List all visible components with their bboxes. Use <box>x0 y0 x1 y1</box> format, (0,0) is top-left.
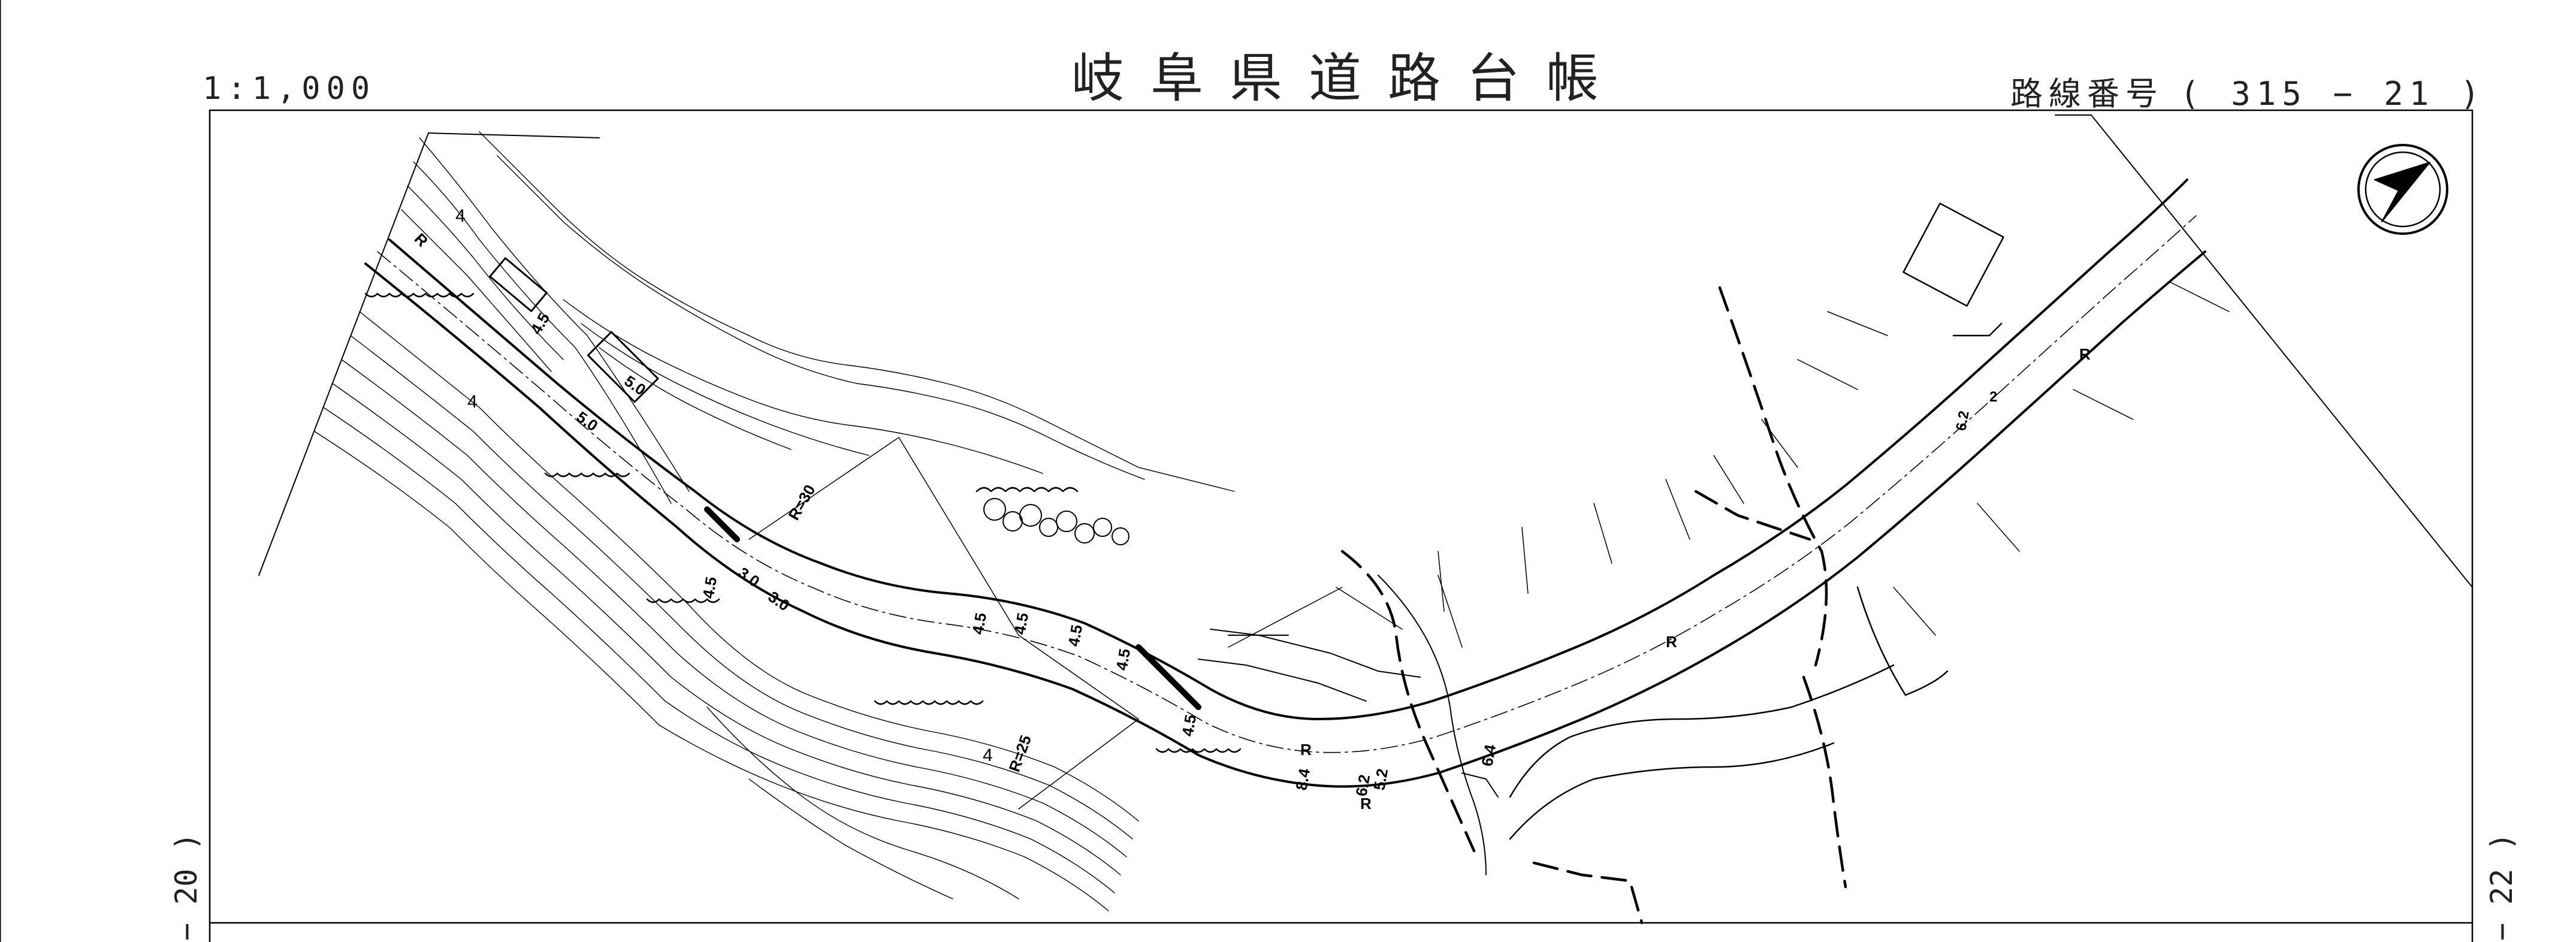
svg-text:4.5: 4.5 <box>1010 611 1032 636</box>
map-frame <box>0 0 2474 942</box>
contour-lines <box>314 137 1139 911</box>
svg-text:3.0: 3.0 <box>765 587 793 614</box>
slope-hatching <box>1438 281 2230 648</box>
hatched-structures <box>489 257 1289 710</box>
svg-text:5.0: 5.0 <box>573 407 602 434</box>
map-title: 岐阜県道路台帳 <box>1071 47 1625 109</box>
road-centerline <box>377 215 2197 753</box>
left-boundary <box>258 132 600 576</box>
svg-text:6.4: 6.4 <box>1478 743 1499 768</box>
svg-text:3.0: 3.0 <box>735 563 763 590</box>
dimension-labels: R R=30 R=25 R R R R 4.5 4.5 4.5 4.5 4.5 … <box>411 206 2091 813</box>
route-label: 路線番号 <box>2010 75 2164 113</box>
north-arrow-icon <box>2357 144 2448 235</box>
svg-text:6.2: 6.2 <box>1953 409 1972 432</box>
svg-text:5.0: 5.0 <box>621 372 650 398</box>
svg-text:4.5: 4.5 <box>1178 713 1200 738</box>
svg-text:4.5: 4.5 <box>1064 623 1086 648</box>
shrubs <box>983 498 1130 545</box>
svg-text:4.5: 4.5 <box>527 310 553 337</box>
svg-text:4: 4 <box>467 392 478 412</box>
svg-text:2: 2 <box>1989 389 1997 405</box>
svg-text:R=30: R=30 <box>784 482 819 523</box>
svg-text:R: R <box>2079 345 2091 363</box>
svg-text:6.2: 6.2 <box>1352 773 1373 798</box>
svg-text:8.4: 8.4 <box>1292 767 1313 792</box>
bridge-area <box>1198 575 1499 875</box>
svg-text:4.5: 4.5 <box>1112 647 1134 672</box>
upper-contours <box>479 131 1235 492</box>
right-boundary <box>2055 114 2473 588</box>
svg-text:4: 4 <box>983 745 993 765</box>
svg-text:R: R <box>1300 741 1312 759</box>
svg-text:5.2: 5.2 <box>1370 767 1391 792</box>
svg-text:R: R <box>411 230 432 250</box>
svg-text:R: R <box>1360 795 1372 813</box>
radius-guides <box>748 437 1403 810</box>
svg-text:R: R <box>1666 633 1677 651</box>
svg-text:4: 4 <box>455 206 466 226</box>
route-number: ( 315 − 21 ) <box>2180 75 2486 113</box>
dashed-boundaries <box>1340 286 1847 925</box>
road-edges <box>364 179 2206 788</box>
svg-text:R=25: R=25 <box>1005 733 1035 774</box>
svg-text:4.5: 4.5 <box>699 575 720 600</box>
right-branch <box>1509 203 2004 840</box>
stone-walls <box>364 292 1242 753</box>
scale-label: 1:1,000 <box>203 71 376 107</box>
route-number-label: 路線番号 ( 315 − 21 ) <box>2010 67 2486 114</box>
svg-text:4.5: 4.5 <box>968 611 990 636</box>
